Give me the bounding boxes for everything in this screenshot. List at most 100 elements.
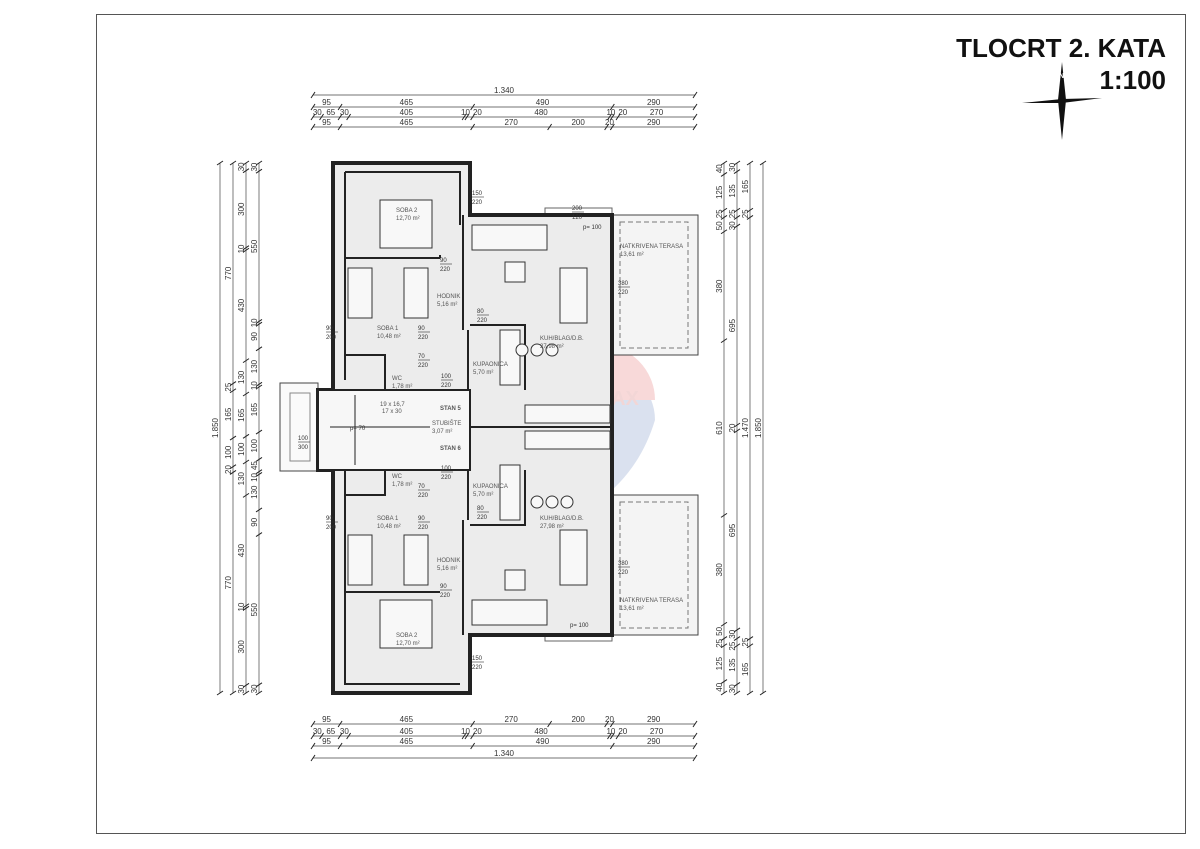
dimension-tick — [692, 742, 698, 750]
dimension-tick — [733, 223, 741, 229]
dimension-tick — [604, 123, 610, 131]
dimension-tick — [242, 168, 250, 174]
dimension-tick — [242, 433, 250, 439]
opening-width: 80 — [477, 309, 484, 315]
dimension-tick — [310, 732, 316, 740]
dimension-tick — [547, 123, 553, 131]
opening-width: 150 — [472, 656, 483, 662]
dimension-label: 270 — [650, 108, 664, 117]
room-area: 12,70 m² — [396, 641, 420, 647]
drawing-title: TLOCRT 2. KATA 1:100 — [956, 32, 1166, 96]
dimension-label: 25 — [715, 638, 724, 647]
opening-height: 220 — [618, 570, 629, 576]
opening-width: 90 — [326, 326, 333, 332]
opening-width: 150 — [472, 191, 483, 197]
dimension-tick — [242, 690, 250, 696]
opening-width: 80 — [477, 506, 484, 512]
dimension-tick — [310, 742, 316, 750]
dimension-tick — [216, 160, 224, 166]
dimension-label: 30 — [250, 684, 259, 693]
dimension-tick — [692, 720, 698, 728]
opening-height: 120 — [572, 215, 583, 221]
dimension-tick — [319, 732, 324, 740]
dimension-tick — [746, 636, 754, 641]
dimension-tick — [255, 507, 263, 513]
dimension-tick — [692, 113, 698, 121]
dimension-label: 20 — [473, 108, 482, 117]
dimension-tick — [720, 207, 728, 213]
dimension-tick — [692, 123, 698, 131]
dimension-tick — [609, 123, 615, 131]
dimension-label: 25 — [741, 209, 750, 218]
dimension-tick — [464, 113, 470, 121]
dimension-tick — [720, 690, 728, 696]
dimension-tick — [255, 321, 263, 327]
opening-width: 380 — [618, 281, 629, 287]
dimension-tick — [607, 732, 612, 740]
dimension-tick — [229, 469, 237, 475]
room-area: 27,98 m² — [540, 524, 564, 530]
dimension-label: 10 — [606, 108, 615, 117]
dimension-label: 10 — [237, 244, 246, 253]
dimension-label: 550 — [250, 239, 259, 253]
dimension-tick — [609, 113, 615, 121]
opening-height: 220 — [440, 267, 451, 273]
dimension-label: 30 — [313, 108, 322, 117]
dimension-tick — [692, 91, 698, 99]
dimension-label: 465 — [400, 715, 414, 724]
dimension-tick — [255, 532, 263, 537]
dimension-label: 30 — [237, 684, 246, 693]
dimension-tick — [310, 720, 316, 728]
dimension-tick — [733, 428, 741, 434]
stair-spec-2: 17 x 30 — [382, 409, 402, 415]
dimension-tick — [346, 113, 352, 121]
dimension-tick — [692, 103, 698, 111]
dimension-tick — [337, 720, 343, 728]
opening-height: 220 — [618, 290, 629, 296]
dimension-tick — [242, 358, 250, 364]
dimension-label: 125 — [715, 656, 724, 670]
opening-width: 380 — [618, 561, 629, 567]
dimension-label: 270 — [650, 727, 664, 736]
opening-height: 220 — [418, 363, 429, 369]
opening-height: 300 — [298, 445, 309, 451]
dimension-tick — [470, 123, 476, 131]
dimension-label: 30 — [237, 162, 246, 171]
dimension-label: 1.850 — [211, 417, 220, 438]
dimension-label: 20 — [605, 715, 614, 724]
dimension-tick — [464, 732, 470, 740]
opening-height: 220 — [441, 383, 452, 389]
dimension-tick — [720, 338, 728, 344]
dimension-tick — [255, 381, 263, 387]
dimension-tick — [733, 643, 741, 649]
dimension-label: 770 — [224, 575, 233, 589]
dimension-label: 20 — [605, 118, 614, 127]
opening-height: 220 — [418, 525, 429, 531]
dimension-tick — [461, 113, 467, 121]
dimension-tick — [692, 732, 698, 740]
room-area: 5,16 m² — [437, 566, 457, 572]
room-name: SOBA 2 — [396, 208, 418, 214]
room-area: 10,48 m² — [377, 334, 401, 340]
dimension-label: 290 — [647, 715, 661, 724]
dimension-label: 430 — [237, 298, 246, 312]
dimension-tick — [604, 720, 610, 728]
room-name: STUBIŠTE — [432, 420, 461, 427]
room-name: HODNIK — [437, 558, 460, 564]
dimension-tick — [470, 742, 476, 750]
dimension-label: 465 — [400, 98, 414, 107]
dimension-label: 100 — [237, 442, 246, 456]
dimension-label: 430 — [237, 543, 246, 557]
opening-width: 100 — [441, 466, 452, 472]
room-area: 10,48 m² — [377, 524, 401, 530]
dimension-label: 20 — [618, 108, 627, 117]
dimension-label: 125 — [715, 185, 724, 199]
opening-width: 100 — [298, 436, 309, 442]
drawing-frame — [96, 14, 1186, 834]
dimension-label: 30 — [728, 221, 737, 230]
dimension-tick — [720, 643, 728, 649]
dimension-tick — [310, 103, 316, 111]
room-name: WC — [392, 474, 403, 480]
dimension-tick — [242, 605, 250, 611]
dimension-label: 290 — [647, 737, 661, 746]
